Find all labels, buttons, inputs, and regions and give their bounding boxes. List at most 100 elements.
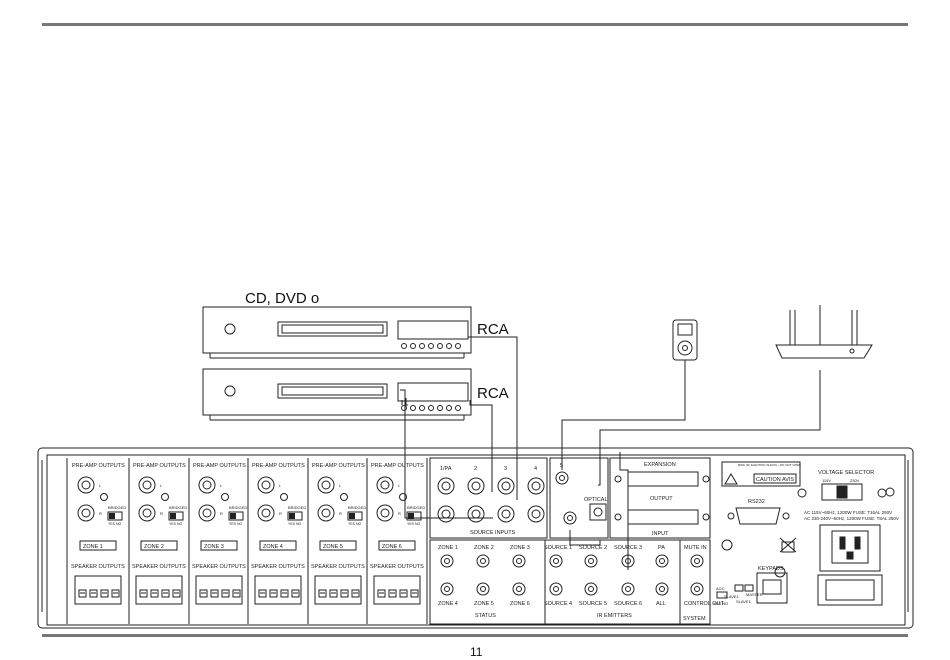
v230-label: 230V xyxy=(850,478,860,483)
bridged-label: BRIDGED xyxy=(288,505,306,510)
rs232-label: RS232 xyxy=(748,499,765,505)
label-r: R xyxy=(398,511,401,516)
preamp-header: PRE-AMP OUTPUTS xyxy=(371,463,424,469)
speaker-outputs-label: SPEAKER OUTPUTS xyxy=(251,564,305,570)
caution-text: CAUTION AVIS xyxy=(756,477,794,483)
zones-group: PRE-AMP OUTPUTS L R BRIDGED YES NO ZONE 1 SPEA… xyxy=(71,463,425,605)
zone-dividers xyxy=(66,458,428,624)
yes-no-label: YES NO xyxy=(108,522,122,526)
agc-yesno: YES NO xyxy=(713,601,728,606)
ir-pa: PA xyxy=(658,545,665,551)
label-r: R xyxy=(220,511,223,516)
yes-no-label: YES NO xyxy=(288,522,302,526)
zone-label: ZONE 4 xyxy=(263,544,283,550)
status-zone5: ZONE 5 xyxy=(474,601,494,607)
speaker-outputs-label: SPEAKER OUTPUTS xyxy=(370,564,424,570)
yes-no-label: YES NO xyxy=(407,522,421,526)
label-l: L xyxy=(160,483,163,488)
status-zone1: ZONE 1 xyxy=(438,545,458,551)
rca-label-1: RCA xyxy=(477,321,509,338)
ir-source3: SOURCE 3 xyxy=(614,545,642,551)
zone-label: ZONE 6 xyxy=(382,544,402,550)
ir-source4: SOURCE 4 xyxy=(544,601,572,607)
label-l: L xyxy=(339,483,342,488)
ir-source2: SOURCE 2 xyxy=(579,545,607,551)
ir-source1: SOURCE 1 xyxy=(544,545,572,551)
back-panel xyxy=(37,447,914,629)
status-zone4: ZONE 4 xyxy=(438,601,458,607)
bridged-label: BRIDGED xyxy=(169,505,187,510)
label-r: R xyxy=(279,511,282,516)
slave2-label: SLAVE1 xyxy=(736,599,752,604)
system-control-out: CONTROL OUT xyxy=(684,601,724,607)
expansion-output: OUTPUT xyxy=(650,496,673,502)
ir-source6: SOURCE 6 xyxy=(614,601,642,607)
speaker-outputs-label: SPEAKER OUTPUTS xyxy=(71,564,125,570)
label-3: 3 xyxy=(504,466,507,472)
bottom-rule xyxy=(42,634,908,637)
expansion-input: INPUT xyxy=(652,531,669,537)
router-icon xyxy=(775,305,873,359)
ac-line1: AC 115V~60Hz, 1200W FUSE: T16AL 250V xyxy=(804,510,892,515)
bridged-label: BRIDGED xyxy=(348,505,366,510)
keypads-label: KEYPADS xyxy=(758,566,784,572)
speaker-outputs-label: SPEAKER OUTPUTS xyxy=(192,564,246,570)
label-l: L xyxy=(220,483,223,488)
v115-label: 115V xyxy=(822,478,831,483)
ir-source5: SOURCE 5 xyxy=(579,601,607,607)
zone-label: ZONE 1 xyxy=(83,544,103,550)
preamp-header: PRE-AMP OUTPUTS xyxy=(312,463,365,469)
zone-label: ZONE 2 xyxy=(144,544,164,550)
zone-section-3: PRE-AMP OUTPUTS L R BRIDGED YES NO ZONE 3 SPEA… xyxy=(192,463,247,605)
label-r: R xyxy=(99,511,102,516)
ac-line2: AC 230-240V~50Hz, 1200W FUSE: T8AL 250V xyxy=(804,516,899,521)
status-title: STATUS xyxy=(475,613,496,619)
zone-label: ZONE 5 xyxy=(323,544,343,550)
source-inputs-title: SOURCE INPUTS xyxy=(470,530,516,536)
cd-player-2 xyxy=(202,368,472,421)
label-5: 5 xyxy=(560,463,563,469)
rca-label-2: RCA xyxy=(477,385,509,402)
speaker-outputs-label: SPEAKER OUTPUTS xyxy=(132,564,186,570)
system-title: SYSTEM xyxy=(683,616,706,622)
label-4: 4 xyxy=(534,466,537,472)
ir-all: ALL xyxy=(656,601,666,607)
top-rule xyxy=(42,23,908,26)
source-inputs-box xyxy=(429,457,548,539)
label-2: 2 xyxy=(474,466,477,472)
system-mute-in: MUTE IN xyxy=(684,545,707,551)
yes-no-label: YES NO xyxy=(229,522,243,526)
yes-no-label: YES NO xyxy=(348,522,362,526)
speaker-outputs-label: SPEAKER OUTPUTS xyxy=(311,564,365,570)
label-l: L xyxy=(279,483,282,488)
label-r: R xyxy=(160,511,163,516)
preamp-header: PRE-AMP OUTPUTS xyxy=(193,463,246,469)
optical-label: OPTICAL xyxy=(584,497,608,503)
ipod-icon xyxy=(672,319,698,361)
cd-player-1 xyxy=(202,306,472,359)
zone-label: ZONE 3 xyxy=(204,544,224,550)
yes-no-label: YES NO xyxy=(169,522,183,526)
bridged-label: BRIDGED xyxy=(229,505,247,510)
bridged-label: BRIDGED xyxy=(108,505,126,510)
agc-label: AGC xyxy=(716,586,725,591)
slave-label: SLAVE1 xyxy=(724,594,740,599)
cd1-buttons xyxy=(401,343,461,349)
cd-dvd-label: CD, DVD o xyxy=(245,290,320,307)
expansion-title: EXPANSION xyxy=(644,462,676,468)
voltage-selector-label: VOLTAGE SELECTOR xyxy=(818,470,874,476)
status-zone2: ZONE 2 xyxy=(474,545,494,551)
label-l: L xyxy=(398,483,401,488)
label-1pa: 1/PA xyxy=(440,466,452,472)
page-number: 11 xyxy=(470,645,483,659)
ir-title: IR EMITTERS xyxy=(597,613,632,619)
label-r: R xyxy=(339,511,342,516)
source-rca-jacks xyxy=(437,477,545,523)
status-zone3: ZONE 3 xyxy=(510,545,530,551)
label-l: L xyxy=(99,483,102,488)
